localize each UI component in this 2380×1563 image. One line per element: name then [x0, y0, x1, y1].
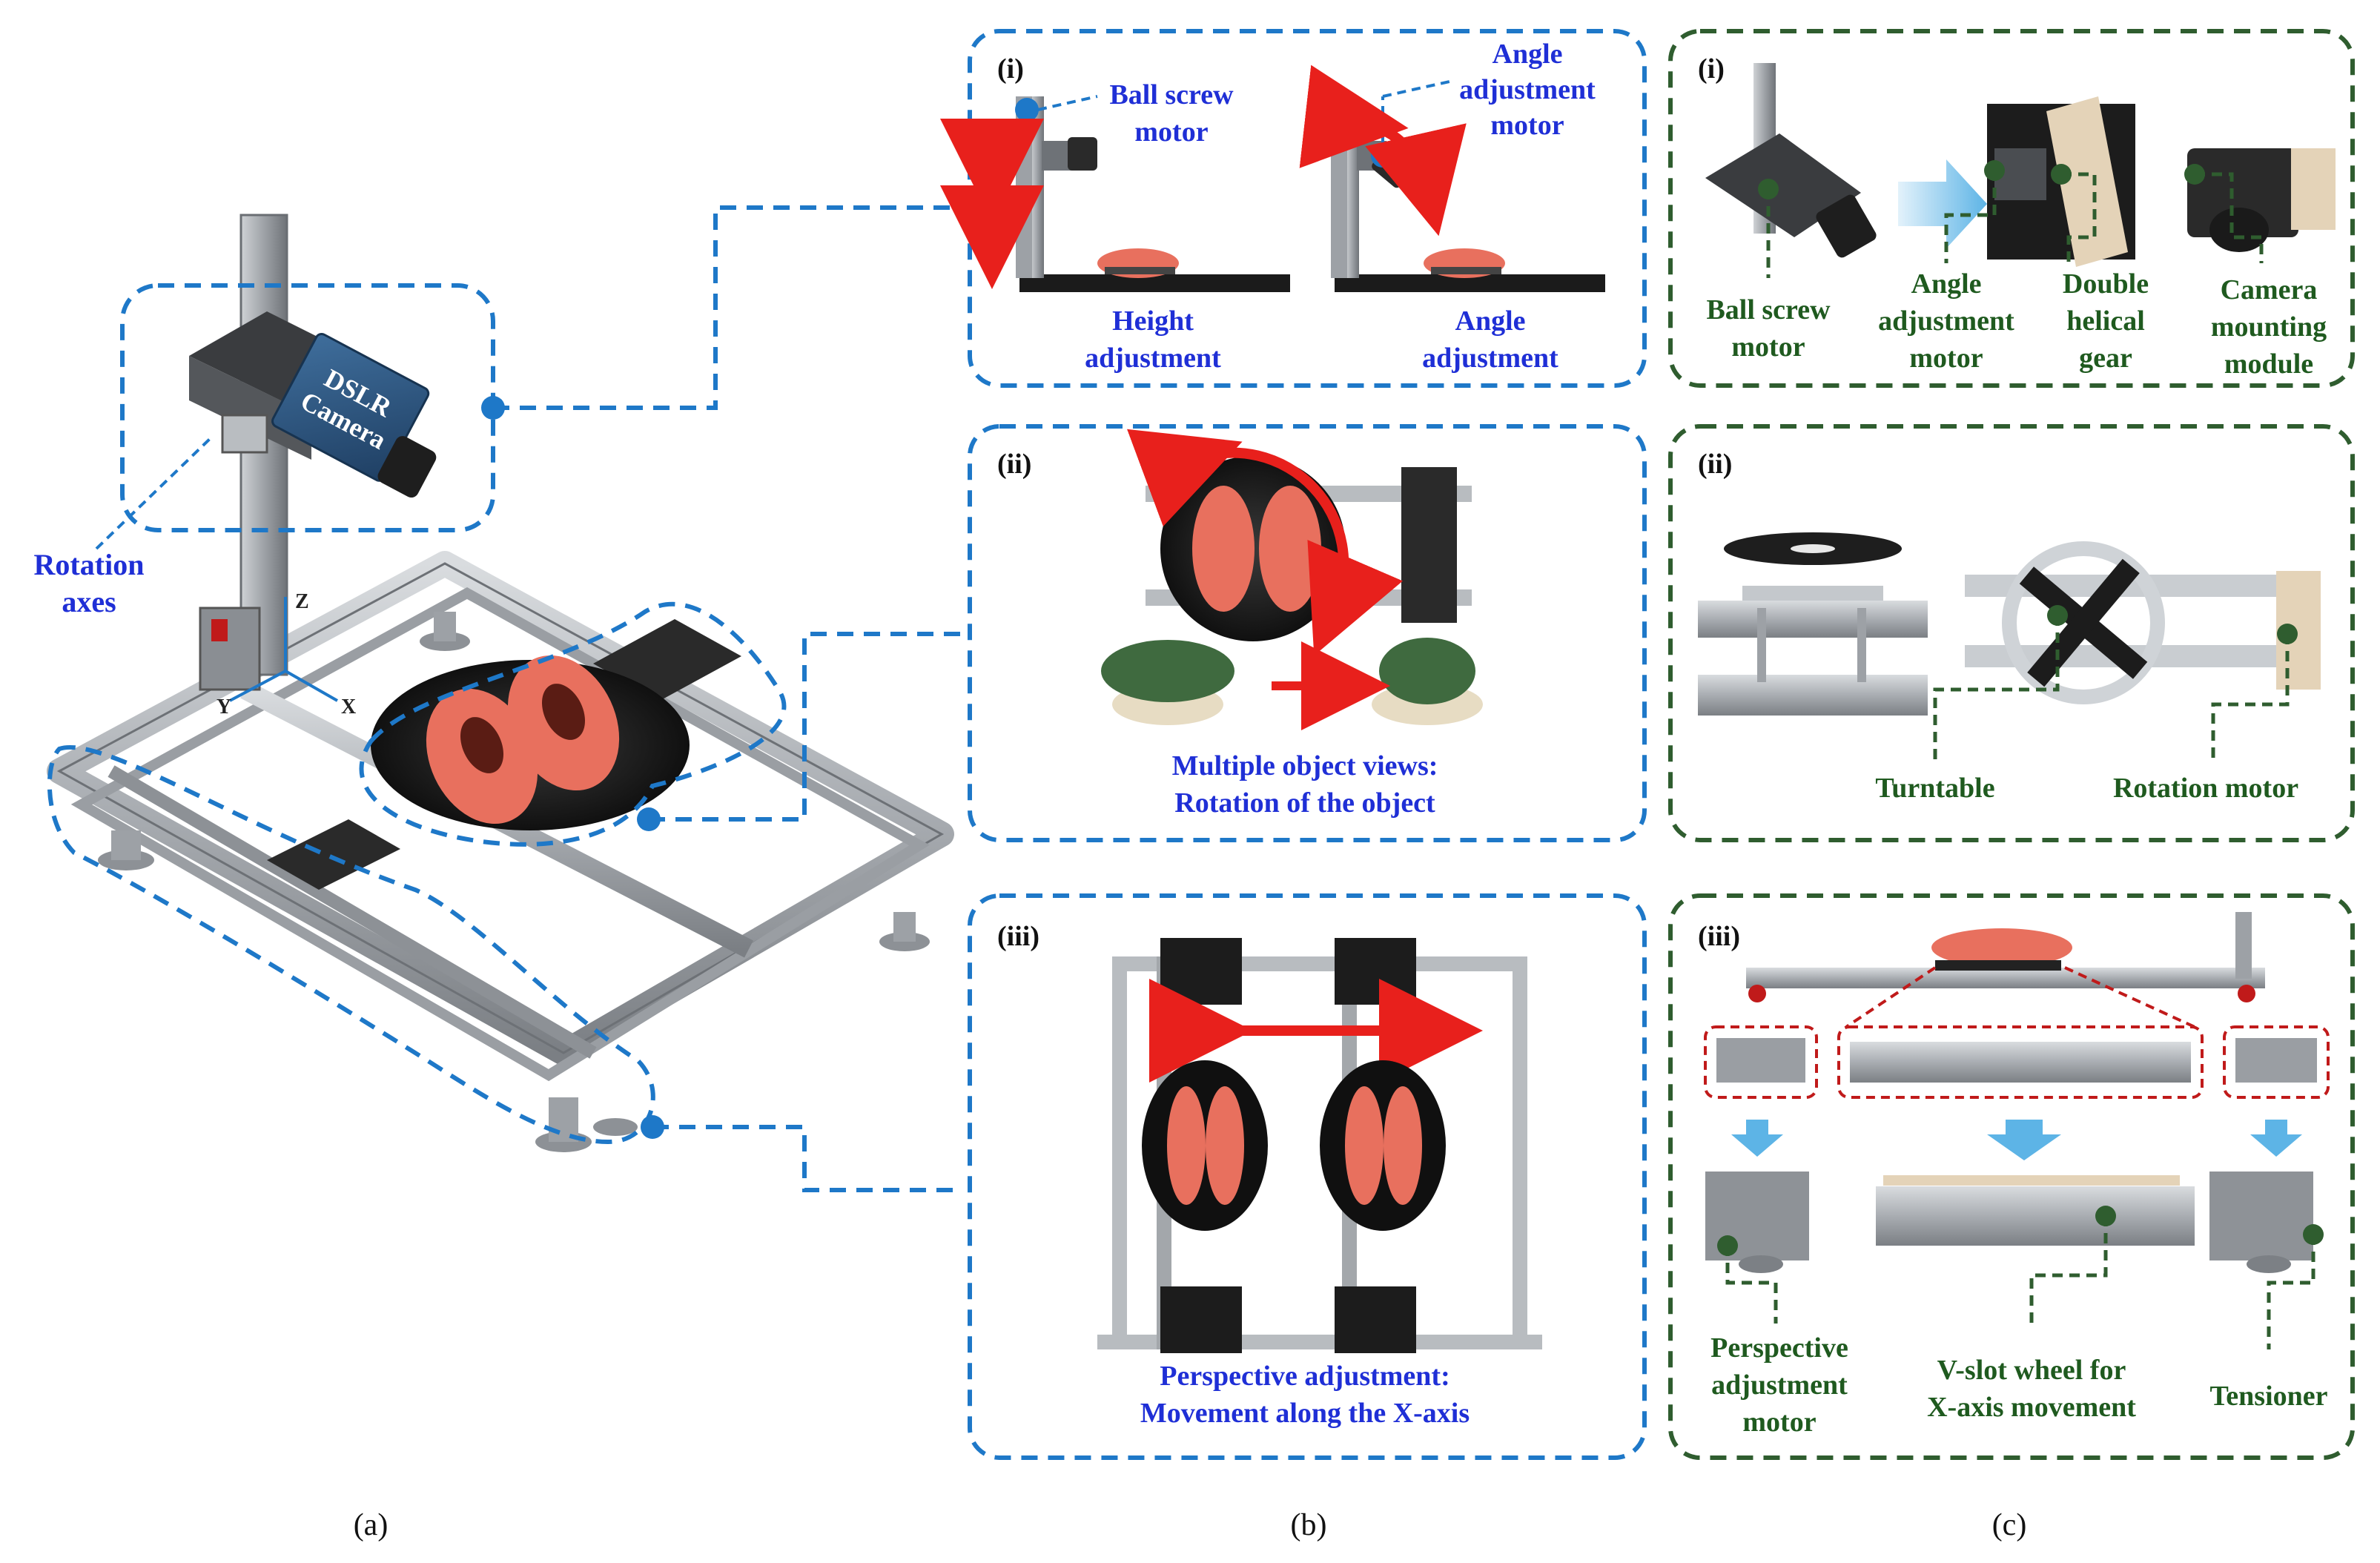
caption-c: (c): [1992, 1508, 2027, 1542]
ball-screw-motor-dot: [1015, 98, 1039, 122]
dslr-camera: DSLR Camera: [271, 332, 437, 498]
b-iii-caption-line2: Movement along the X-axis: [1140, 1398, 1470, 1429]
b-iii-caption-line1: Perspective adjustment:: [1160, 1361, 1450, 1392]
shoe-icon: [1192, 486, 1255, 612]
angle-arc-arrow: [1299, 65, 1467, 237]
b-ball-screw-label-line1: Ball screw: [1109, 79, 1234, 110]
panel-c-iii: (iii): [1668, 893, 2355, 1460]
height-adjustment-line2: adjustment: [1085, 343, 1221, 374]
down-arrow-icon: [1987, 1120, 2061, 1160]
panel-c-ii-index: (ii): [1698, 449, 1732, 480]
c-vslot-line1: V-slot wheel for: [1937, 1355, 2126, 1386]
turntable-dot: [2047, 605, 2068, 626]
axis-y-label: Y: [216, 695, 231, 718]
c-camera-mount-line1: Camera: [2221, 274, 2318, 305]
c-persp-line3: motor: [1742, 1407, 1816, 1438]
tensioner-dot: [2303, 1224, 2324, 1245]
angle-motor-dot: [1371, 144, 1395, 168]
rotation-arc-arrow: [1127, 429, 1403, 656]
vslot-dot: [2095, 1206, 2116, 1226]
c-gear-line1: Double: [2063, 268, 2149, 300]
c-ball-screw-dot: [1758, 179, 1779, 199]
axis-z-label: Z: [295, 590, 309, 613]
shoe-icon: [1931, 928, 2072, 967]
b-ii-caption-line1: Multiple object views:: [1172, 750, 1438, 782]
base-frame: [47, 551, 954, 1152]
c-camera-mount-dot: [2184, 164, 2205, 185]
panel-b-ii: (ii) Multiple object views: Rotation of …: [968, 424, 1647, 842]
rotation-motor-dot: [2277, 624, 2298, 644]
caption-b: (b): [1291, 1508, 1327, 1542]
part-a-rig: DSLR Camera Z Y X Rotation axes: [34, 214, 954, 1152]
angle-adjustment-line1: Angle: [1455, 305, 1526, 337]
shoe-icon: [1206, 1086, 1244, 1205]
c-gear-dot: [2051, 164, 2072, 185]
c-angle-motor-line2: adjustment: [1878, 305, 2014, 337]
c-camera-mount-line2: mounting: [2211, 311, 2327, 343]
flow-arrow-icon: [1898, 159, 1987, 248]
axis-x-label: X: [341, 695, 356, 718]
b-ii-caption-line2: Rotation of the object: [1174, 787, 1435, 819]
c-gear-line2: helical: [2066, 305, 2145, 337]
b-ball-screw-label-line2: motor: [1134, 116, 1208, 148]
rotation-axes-label-line1: Rotation: [34, 548, 145, 581]
angle-adjustment-line2: adjustment: [1422, 343, 1558, 374]
panel-c-i: (i) Ball screw motor Angle adjustment mo…: [1668, 29, 2355, 388]
shoe-icon: [1345, 1086, 1384, 1205]
shoe-icon: [1259, 486, 1321, 612]
rotation-axes-label-line2: axes: [62, 585, 116, 618]
c-angle-motor-dot: [1984, 160, 2005, 181]
connector-dot: [641, 1115, 664, 1139]
cross-wheel-icon: [2019, 558, 2148, 687]
shoe-icon: [1101, 640, 1234, 702]
c-rotation-motor-label: Rotation motor: [2113, 773, 2298, 804]
caption-a: (a): [354, 1508, 389, 1542]
turntable-shoes: [371, 655, 690, 830]
shoe-icon: [1379, 638, 1475, 704]
b-angle-motor-line2: adjustment: [1459, 74, 1596, 105]
c-persp-line2: adjustment: [1711, 1369, 1848, 1401]
down-arrow-icon: [2250, 1120, 2302, 1157]
c-persp-line1: Perspective: [1710, 1332, 1848, 1364]
c-ball-screw-line2: motor: [1731, 331, 1805, 363]
shoe-icon: [1167, 1086, 1206, 1205]
c-angle-motor-line1: Angle: [1911, 268, 1982, 300]
callout-turntable-region: [359, 601, 787, 847]
panel-b-i-index: (i): [997, 53, 1024, 85]
b-angle-motor-line1: Angle: [1493, 39, 1563, 70]
c-tensioner-label: Tensioner: [2209, 1381, 2327, 1412]
persp-motor-dot: [1717, 1235, 1738, 1256]
c-ball-screw-line1: Ball screw: [1706, 294, 1831, 326]
connector-lines: [493, 205, 962, 1192]
axes-triad: Z Y X: [216, 590, 356, 718]
c-vslot-line2: X-axis movement: [1927, 1392, 2136, 1423]
panel-b-iii: (iii) Perspective adjustment: Movement a…: [968, 893, 1647, 1460]
connector-dot: [481, 396, 505, 420]
c-angle-motor-line3: motor: [1909, 343, 1983, 374]
shoe-icon: [1384, 1086, 1422, 1205]
height-adjustment-line1: Height: [1112, 305, 1194, 337]
panel-c-i-index: (i): [1698, 53, 1725, 85]
down-arrow-icon: [1731, 1120, 1783, 1157]
panel-b-ii-index: (ii): [997, 449, 1031, 480]
c-turntable-label: Turntable: [1875, 773, 1994, 804]
connector-dot: [637, 807, 661, 831]
b-angle-motor-line3: motor: [1490, 110, 1564, 141]
panel-b-iii-index: (iii): [997, 921, 1039, 952]
panel-c-ii: (ii) Turntable Rotation motor: [1668, 424, 2355, 842]
panel-b-i: (i) Ball screw motor Height adjustment A…: [940, 29, 1647, 388]
panel-c-iii-index: (iii): [1698, 921, 1740, 952]
c-gear-line3: gear: [2079, 343, 2132, 374]
c-camera-mount-line3: module: [2224, 348, 2313, 380]
